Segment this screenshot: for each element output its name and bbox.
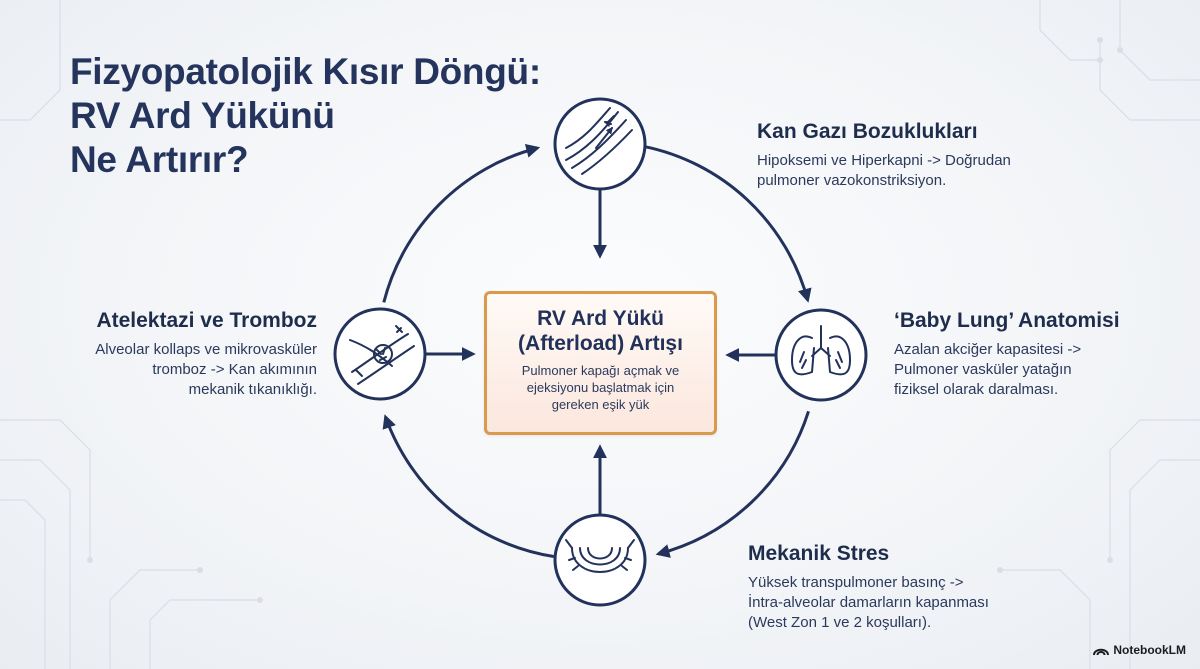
- lungs-icon: [791, 325, 851, 376]
- node-kan-gazi-title: Kan Gazı Bozuklukları: [757, 120, 978, 143]
- node-atelektazi-desc-line-2: tromboz -> Kan akımının: [152, 361, 317, 378]
- node-kan-gazi: Kan Gazı Bozuklukları Hipoksemi ve Hiper…: [757, 119, 1011, 191]
- center-title-line-2: (Afterload) Artışı: [518, 332, 683, 355]
- node-mekanik-desc-line-1: Yüksek transpulmoner basınç ->: [748, 574, 964, 591]
- center-title: RV Ard Yükü (Afterload) Artışı: [487, 306, 714, 356]
- center-description: Pulmoner kapağı açmak ve ejeksiyonu başl…: [487, 362, 714, 413]
- node-atelektazi-desc: Alveolar kollaps ve mikrovasküler trombo…: [95, 340, 317, 400]
- page-title: Fizyopatolojik Kısır Döngü: RV Ard Yükün…: [70, 50, 541, 182]
- node-baby-lung: ‘Baby Lung’ Anatomisi Azalan akciğer kap…: [894, 308, 1120, 400]
- center-desc-line-1: Pulmoner kapağı açmak ve: [521, 363, 680, 378]
- node-circle-mekanik: [553, 513, 647, 607]
- thrombus-vessel-icon: [349, 325, 415, 385]
- center-title-line-1: RV Ard Yükü: [537, 307, 664, 330]
- node-baby-lung-desc-line-1: Azalan akciğer kapasitesi ->: [894, 341, 1082, 358]
- node-mekanik-stres: Mekanik Stres Yüksek transpulmoner basın…: [748, 541, 989, 633]
- arc-right-to-bottom: [655, 410, 810, 558]
- node-kan-gazi-desc-line-1: Hipoksemi ve Hiperkapni -> Doğrudan: [757, 152, 1011, 169]
- node-circle-baby-lung: [774, 308, 868, 402]
- node-baby-lung-desc: Azalan akciğer kapasitesi -> Pulmoner va…: [894, 340, 1120, 400]
- node-baby-lung-desc-line-3: fiziksel olarak daralması.: [894, 381, 1059, 398]
- node-mekanik-stres-title: Mekanik Stres: [748, 542, 890, 565]
- center-desc-line-3: gereken eşik yük: [551, 397, 650, 412]
- compressed-alveolus-icon: [565, 539, 635, 573]
- node-kan-gazi-desc-line-2: pulmoner vazokonstriksiyon.: [757, 172, 947, 189]
- title-line-1: Fizyopatolojik Kısır Döngü:: [70, 51, 541, 92]
- center-box-rv-afterload: RV Ard Yükü (Afterload) Artışı Pulmoner …: [484, 291, 717, 435]
- node-atelektazi-tromboz: Atelektazi ve Tromboz Alveolar kollaps v…: [95, 308, 317, 400]
- node-mekanik-desc-line-2: İntra-alveolar damarların kapanması: [748, 594, 989, 611]
- node-mekanik-stres-desc: Yüksek transpulmoner basınç -> İntra-alv…: [748, 573, 989, 633]
- notebooklm-logo-icon: [1093, 648, 1110, 656]
- arc-bottom-to-left: [382, 414, 554, 558]
- center-desc-line-2: ejeksiyonu başlatmak için: [526, 380, 675, 395]
- node-mekanik-desc-line-3: (West Zon 1 ve 2 koşulları).: [748, 614, 932, 631]
- node-atelektazi-title: Atelektazi ve Tromboz: [96, 309, 317, 332]
- arc-left-to-top: [382, 144, 541, 303]
- node-kan-gazi-desc: Hipoksemi ve Hiperkapni -> Doğrudan pulm…: [757, 151, 1011, 191]
- node-baby-lung-desc-line-2: Pulmoner vasküler yatağın: [894, 361, 1072, 378]
- blood-vessel-icon: [565, 107, 633, 175]
- arc-top-to-right: [642, 144, 812, 303]
- brand-label: NotebookLM: [1113, 643, 1186, 657]
- title-line-3: Ne Artırır?: [70, 139, 249, 180]
- brand-watermark: NotebookLM: [1093, 643, 1186, 657]
- node-atelektazi-desc-line-3: mekanik tıkanıklığı.: [188, 381, 317, 398]
- node-baby-lung-title: ‘Baby Lung’ Anatomisi: [894, 309, 1120, 332]
- title-line-2: RV Ard Yükünü: [70, 95, 335, 136]
- node-atelektazi-desc-line-1: Alveolar kollaps ve mikrovasküler: [95, 341, 317, 358]
